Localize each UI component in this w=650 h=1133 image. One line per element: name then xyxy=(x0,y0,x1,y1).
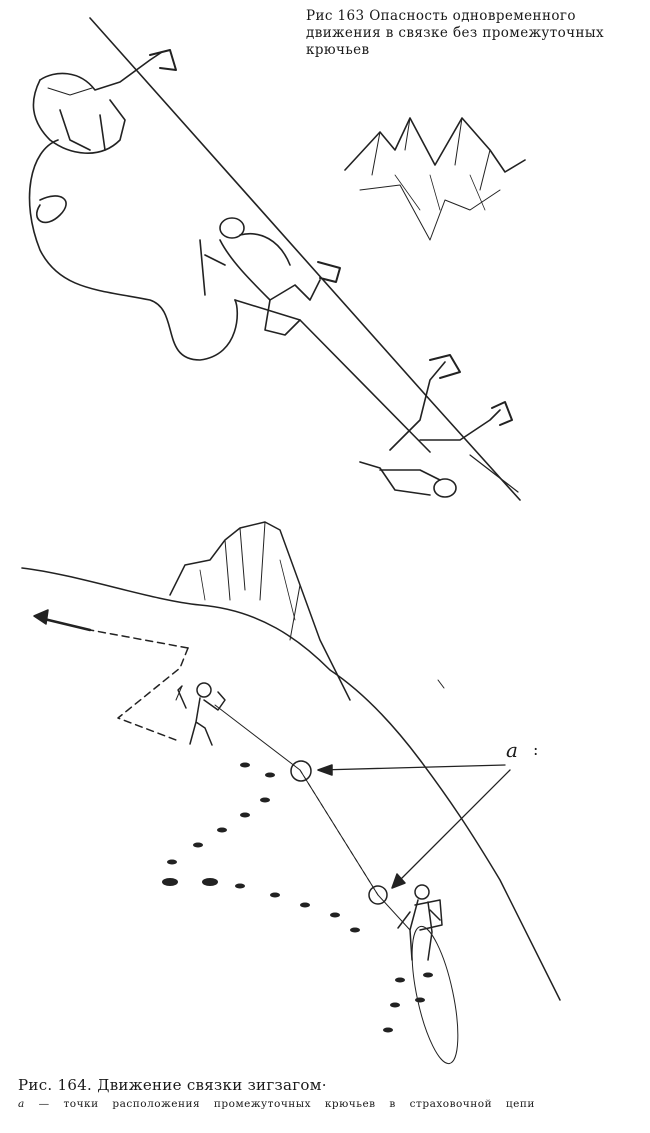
figure-164-legend: a — точки расположения промежуточных крю… xyxy=(18,1098,578,1111)
rock-tower xyxy=(170,522,350,700)
legend-text: — точки расположения промежуточных крючь… xyxy=(38,1098,535,1110)
figure-164-caption: Рис. 164. Движение связки зигзагом· xyxy=(18,1076,327,1094)
footprints xyxy=(162,762,433,1033)
climber-middle xyxy=(200,218,340,335)
piton-circle-upper xyxy=(291,761,311,781)
climber-upper xyxy=(176,683,225,745)
climber-bottom xyxy=(360,355,518,497)
rope-line xyxy=(215,705,410,930)
figure-164-illustration xyxy=(0,520,650,1080)
figure-163-caption: Рис 163 Опасность одновременного движени… xyxy=(306,8,605,58)
legend-letter: a xyxy=(18,1098,25,1110)
rope-loop xyxy=(403,923,467,1067)
ridge-line xyxy=(22,568,560,1000)
rope xyxy=(30,140,238,360)
climber-lower xyxy=(398,885,442,960)
slope-line xyxy=(90,18,520,500)
climber-top xyxy=(33,50,176,153)
label-a: a xyxy=(506,738,518,762)
label-a-mark: : xyxy=(533,740,539,759)
dashed-route xyxy=(118,648,188,740)
figure-163-illustration xyxy=(0,0,650,520)
mountain-peaks xyxy=(345,118,525,172)
piton-circle-lower xyxy=(369,886,387,904)
